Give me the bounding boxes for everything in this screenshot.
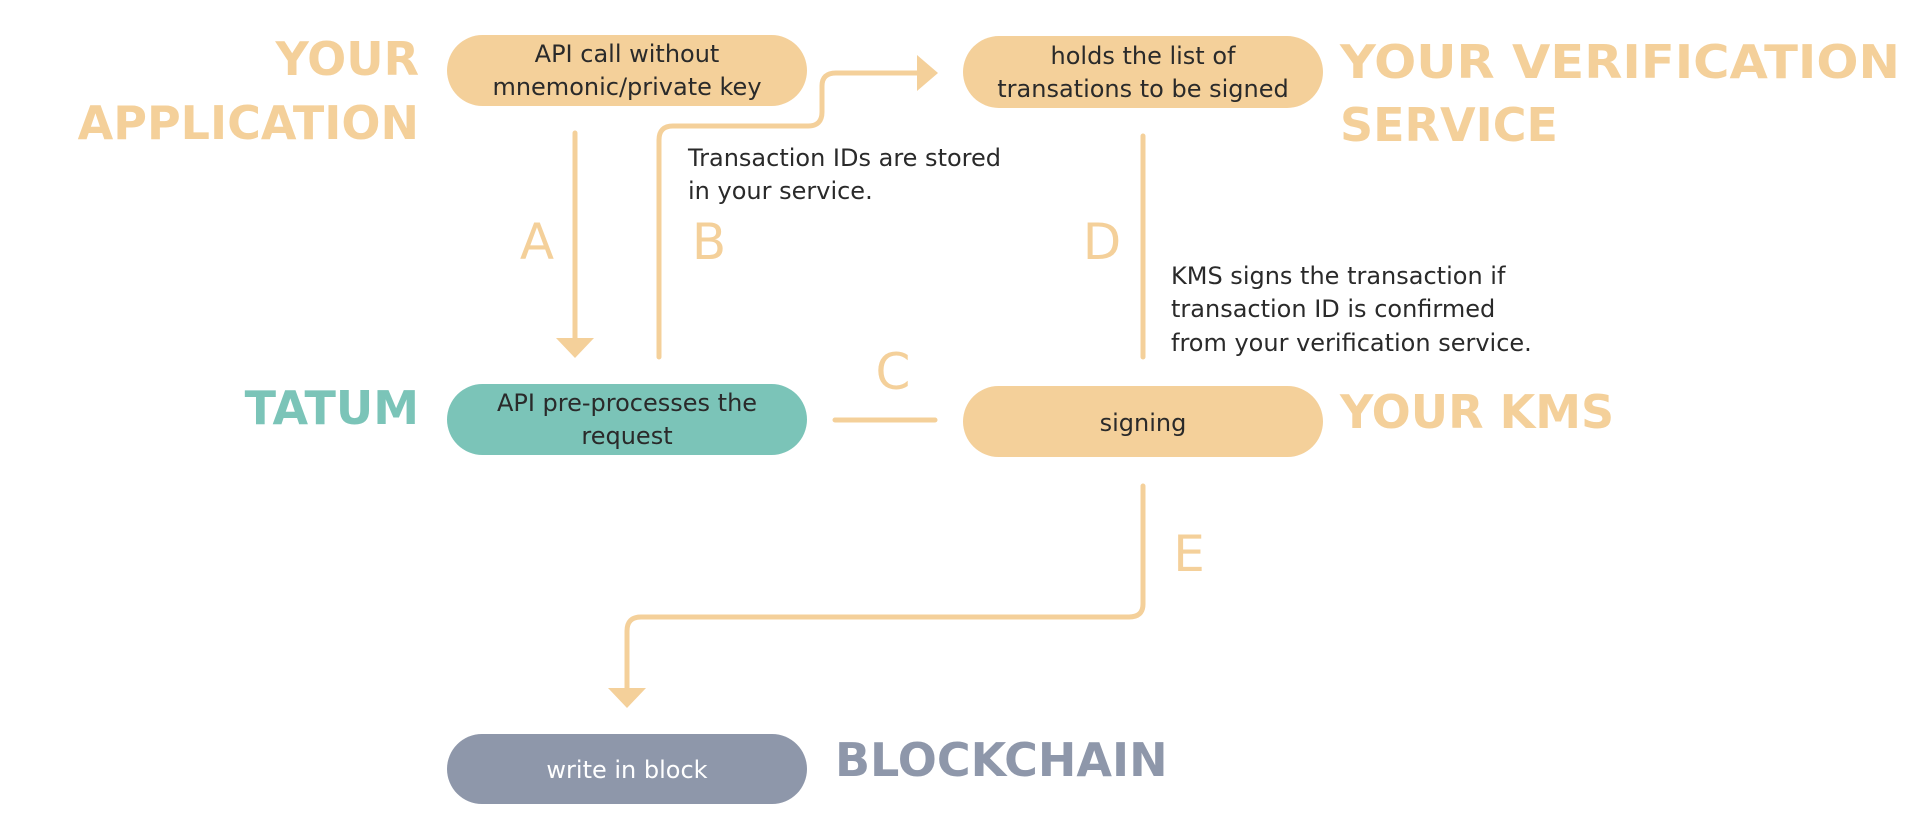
actor-application-line-2: APPLICATION	[78, 96, 419, 150]
note-transaction-ids-line-1: Transaction IDs are stored	[687, 144, 1001, 172]
connectors	[572, 70, 1146, 693]
arrowheads	[556, 55, 938, 708]
actor-verification-line-2: SERVICE	[1340, 98, 1558, 152]
node-signing: signing	[963, 386, 1323, 457]
actor-application-line-1: YOUR	[274, 32, 419, 86]
node-write-block-label: write in block	[546, 756, 707, 784]
step-a-label: A	[520, 213, 554, 271]
node-holds-list: holds the list of transations to be sign…	[963, 36, 1323, 108]
node-preprocess-line-1: API pre-processes the	[497, 389, 757, 417]
node-api-call: API call without mnemonic/private key	[447, 35, 807, 106]
actor-labels: YOUR APPLICATION YOUR VERIFICATION SERVI…	[78, 32, 1900, 787]
node-signing-label: signing	[1100, 409, 1187, 437]
node-api-call-line-1: API call without	[535, 40, 720, 68]
node-preprocess-line-2: request	[581, 422, 672, 450]
note-kms-signs-line-1: KMS signs the transaction if	[1171, 262, 1506, 290]
node-write-block: write in block	[447, 734, 807, 804]
arrow-b-line	[656, 70, 921, 360]
step-d-label: D	[1083, 213, 1122, 271]
arrow-e-line	[624, 483, 1146, 693]
actor-blockchain: BLOCKCHAIN	[835, 733, 1168, 787]
step-b-label: B	[692, 213, 726, 271]
node-holds-list-line-1: holds the list of	[1051, 42, 1237, 70]
node-preprocess: API pre-processes the request	[447, 384, 807, 455]
actor-verification-line-1: YOUR VERIFICATION	[1339, 35, 1900, 89]
note-kms-signs-line-3: from your verification service.	[1171, 329, 1532, 357]
arrowhead-e-icon	[608, 688, 646, 708]
step-c-label: C	[876, 343, 911, 401]
actor-kms: YOUR KMS	[1339, 385, 1614, 439]
arrowhead-a-icon	[556, 338, 594, 358]
note-kms-signs-line-2: transaction ID is confirmed	[1171, 295, 1495, 323]
actor-tatum: TATUM	[245, 381, 419, 435]
arrowhead-b-icon	[917, 55, 938, 91]
step-labels: A B C D E	[520, 213, 1205, 583]
node-api-call-line-2: mnemonic/private key	[492, 73, 761, 101]
notes: Transaction IDs are stored in your servi…	[687, 144, 1532, 357]
note-transaction-ids-line-2: in your service.	[688, 177, 873, 205]
node-holds-list-line-2: transations to be signed	[997, 75, 1288, 103]
step-e-label: E	[1173, 525, 1205, 583]
